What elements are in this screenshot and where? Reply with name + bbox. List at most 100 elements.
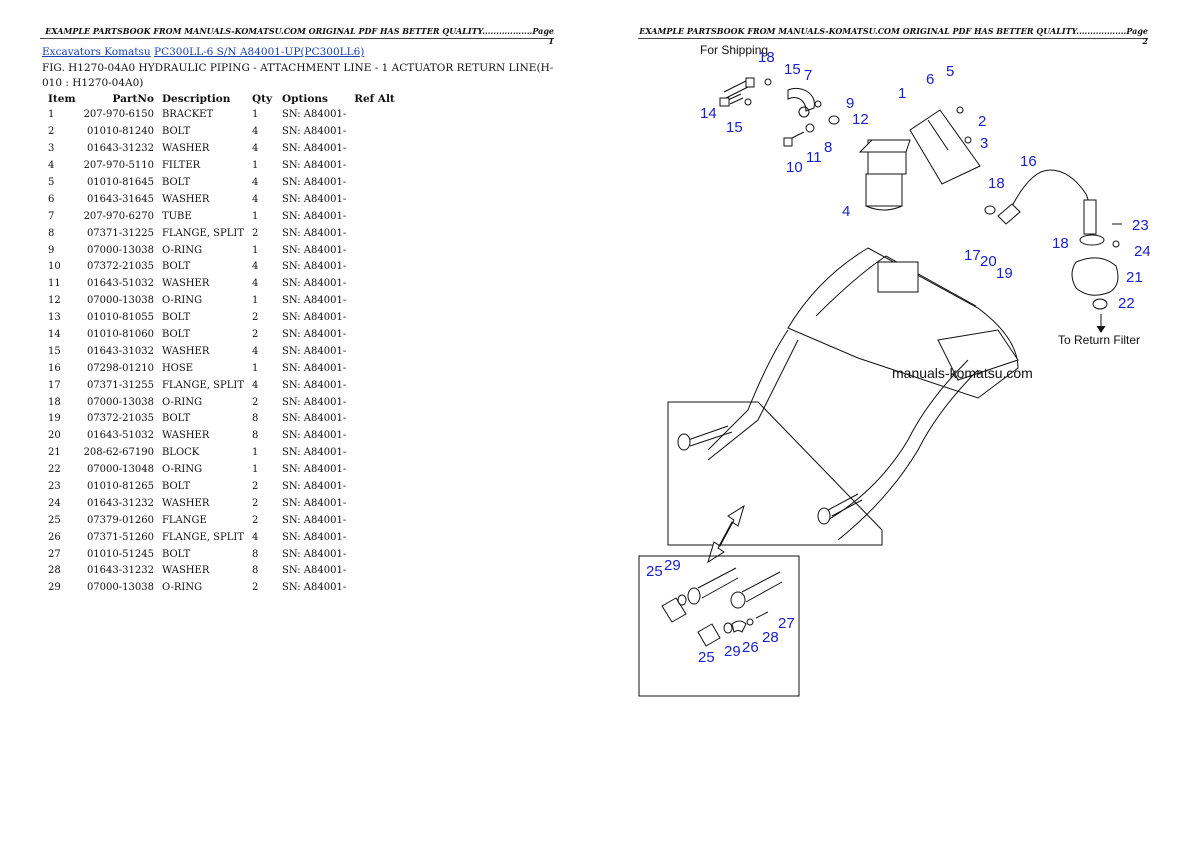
filter-assembly-drawing — [783, 106, 981, 211]
item-cell: 26 — [48, 531, 61, 543]
item-cell: 22 — [48, 464, 61, 476]
item-cell: 4 — [48, 160, 55, 172]
ref-alt-cell — [350, 445, 399, 462]
col-ref-alt: Ref Alt — [354, 93, 395, 105]
ref-alt-cell — [350, 293, 399, 310]
figure-title: FIG. H1270-04A0 HYDRAULIC PIPING - ATTAC… — [42, 62, 554, 89]
page-header-right: EXAMPLE PARTSBOOK FROM MANUALS-KOMATSU.C… — [638, 26, 1148, 46]
page-header-left: EXAMPLE PARTSBOOK FROM MANUALS-KOMATSU.C… — [40, 26, 554, 46]
to-return-filter-label: To Return Filter — [1058, 333, 1140, 347]
options-cell: SN: A84001- — [282, 160, 347, 172]
ref-alt-cell — [350, 512, 399, 529]
detail-flange-drawing — [661, 567, 783, 647]
item-cell: 23 — [48, 481, 61, 493]
callout-25b: 25 — [698, 649, 715, 666]
description-cell: BOLT — [161, 312, 191, 324]
ref-alt-cell — [350, 343, 399, 360]
description-cell: WASHER — [161, 497, 210, 509]
callout-18b: 18 — [988, 175, 1005, 192]
partno-cell: 07000-13038 — [86, 295, 154, 307]
partno-cell: 207-970-6270 — [83, 210, 154, 222]
partno-cell: 07371-31255 — [86, 379, 154, 391]
ref-alt-cell — [350, 158, 399, 175]
qty-cell: 4 — [252, 193, 259, 205]
ref-alt-cell — [350, 107, 399, 124]
partno-cell: 01643-31032 — [86, 345, 154, 357]
callout-8: 8 — [824, 139, 832, 156]
options-cell: SN: A84001- — [282, 261, 347, 273]
breadcrumb-link-category[interactable]: Excavators Komatsu — [42, 46, 151, 58]
ref-alt-cell — [350, 175, 399, 192]
double-arrow-drawing — [707, 504, 745, 564]
item-cell: 13 — [48, 312, 61, 324]
description-cell: BOLT — [161, 548, 191, 560]
item-cell: 11 — [48, 278, 61, 290]
description-cell: TUBE — [161, 210, 192, 222]
description-cell: O-RING — [161, 295, 203, 307]
partno-cell: 01643-31232 — [86, 143, 154, 155]
callout-15: 15 — [784, 61, 801, 78]
options-cell: SN: A84001- — [282, 464, 347, 476]
callout-20: 20 — [980, 253, 997, 270]
breadcrumb-link-model[interactable]: PC300LL-6 S/N A84001-UP(PC300LL6) — [154, 46, 365, 58]
partno-cell: 207-970-5110 — [83, 160, 154, 172]
partno-cell: 07372-21035 — [86, 261, 154, 273]
options-cell: SN: A84001- — [282, 481, 347, 493]
detail-box — [638, 555, 800, 697]
ref-alt-cell — [350, 225, 399, 242]
callout-17: 17 — [964, 247, 981, 264]
item-cell: 27 — [48, 548, 61, 560]
partno-cell: 07000-13038 — [86, 244, 154, 256]
qty-cell: 4 — [252, 379, 259, 391]
partno-cell: 01010-81240 — [86, 126, 154, 138]
ref-alt-cell — [350, 546, 399, 563]
options-cell: SN: A84001- — [282, 143, 347, 155]
qty-cell: 4 — [252, 345, 259, 357]
partno-cell: 208-62-67190 — [83, 447, 154, 459]
qty-cell: 4 — [252, 126, 259, 138]
qty-cell: 4 — [252, 261, 259, 273]
description-cell: BRACKET — [161, 109, 214, 121]
partno-cell: 01643-51032 — [86, 430, 154, 442]
description-cell: BOLT — [161, 177, 191, 188]
ref-alt-cell — [350, 124, 399, 141]
options-cell: SN: A84001- — [282, 193, 347, 205]
qty-cell: 8 — [252, 565, 259, 577]
item-cell: 6 — [48, 193, 55, 205]
callout-24: 24 — [1134, 243, 1150, 260]
item-cell: 3 — [48, 143, 55, 155]
qty-cell: 2 — [252, 227, 259, 239]
partno-cell: 07371-31225 — [86, 227, 154, 239]
description-cell: FLANGE, SPLIT — [161, 227, 244, 239]
options-cell: SN: A84001- — [282, 210, 347, 222]
partno-cell: 07371-51260 — [86, 531, 154, 543]
callout-5: 5 — [946, 63, 954, 80]
qty-cell: 4 — [252, 143, 259, 155]
options-cell: SN: A84001- — [282, 497, 347, 509]
ref-alt-cell — [350, 242, 399, 259]
options-cell: SN: A84001- — [282, 227, 347, 239]
item-cell: 1 — [48, 109, 55, 121]
table-header-row: Item PartNo Description Qty Options Ref … — [44, 91, 399, 107]
callout-18c: 18 — [1052, 235, 1069, 252]
item-cell: 8 — [48, 227, 55, 239]
qty-cell: 1 — [252, 464, 259, 476]
for-shipping-label: For Shipping — [700, 43, 768, 57]
description-cell: FLANGE — [161, 514, 207, 526]
table-row: 8 07371-31225 FLANGE, SPLIT 2 SN: A84001- — [44, 225, 399, 242]
options-cell: SN: A84001- — [282, 582, 347, 594]
callout-22: 22 — [1118, 295, 1135, 312]
qty-cell: 2 — [252, 481, 259, 493]
item-cell: 15 — [48, 345, 61, 357]
ref-alt-cell — [350, 360, 399, 377]
description-cell: HOSE — [161, 362, 194, 374]
